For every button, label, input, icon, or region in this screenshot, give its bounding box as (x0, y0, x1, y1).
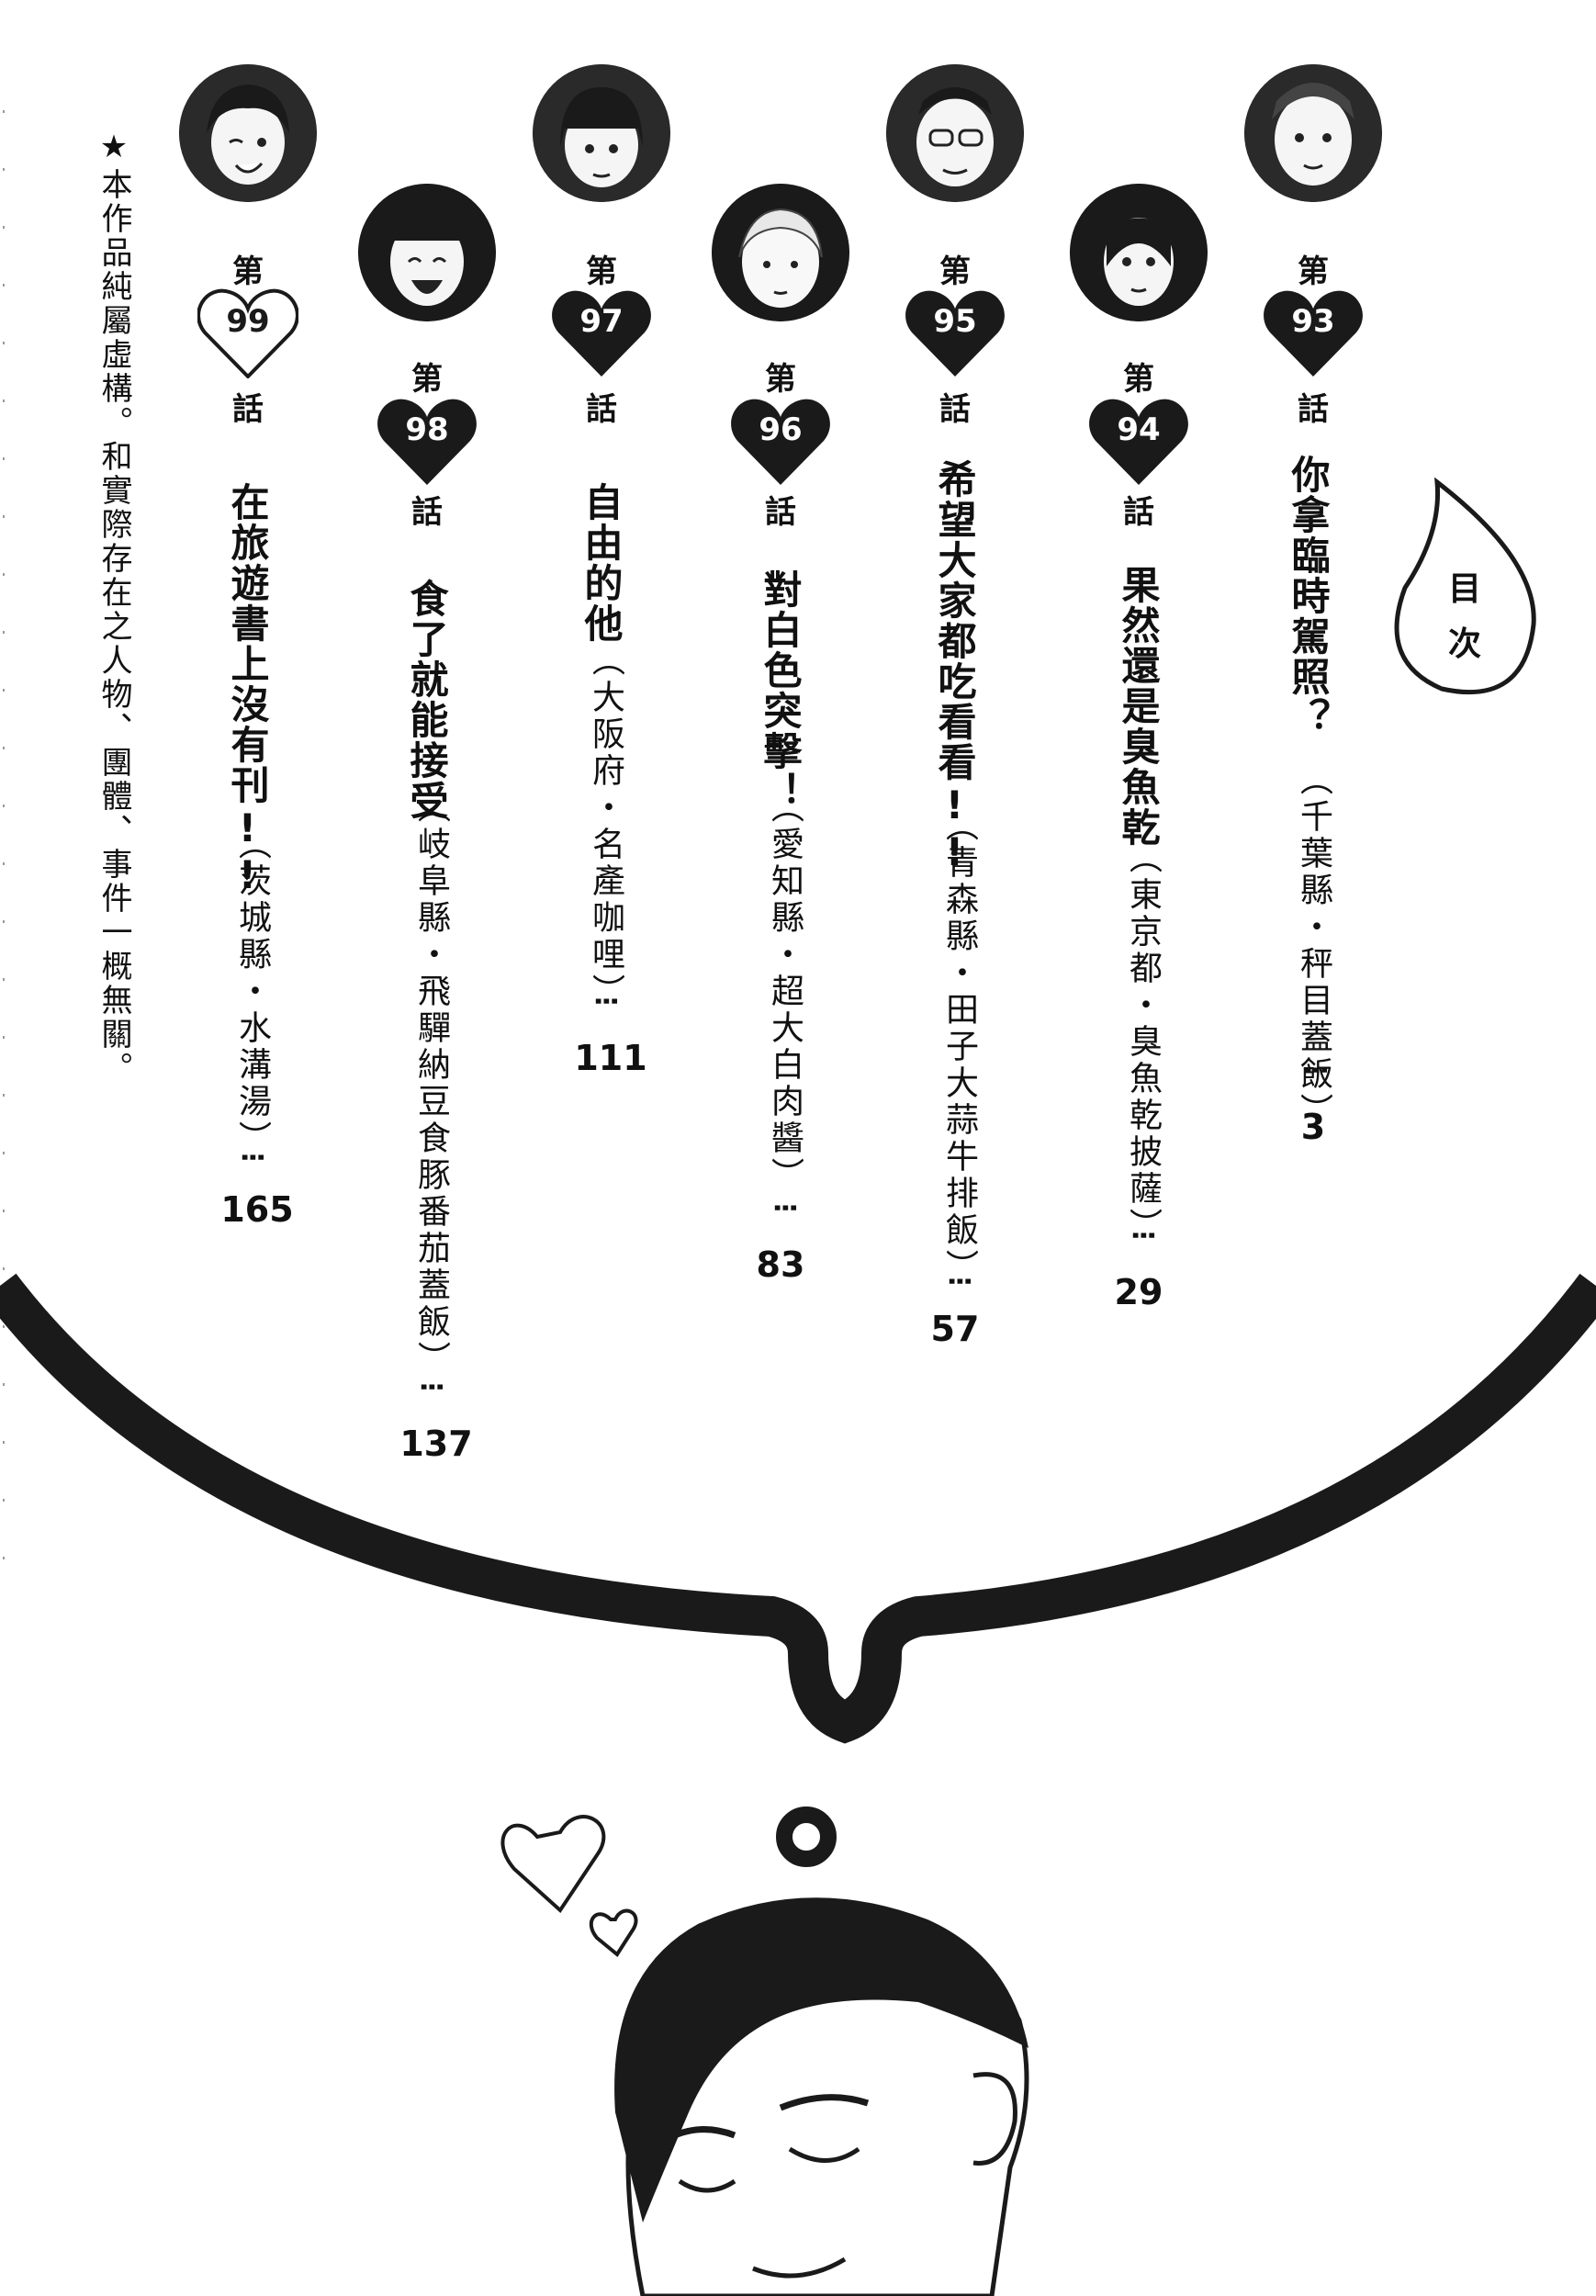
chapter-99-number: 99 (226, 303, 270, 340)
chapter-96-subtitle: （愛知縣・超大白肉醬） (766, 790, 804, 1194)
portrait-girl-laughing-icon (358, 184, 496, 321)
chapter-95-subtitle: （青森縣・田子大蒜牛排飯） (940, 808, 978, 1286)
portrait-woman-winking-icon (179, 64, 317, 202)
chapter-99-heart: 99 (197, 287, 298, 378)
chapter-99-title[interactable]: 在旅遊書上沒有刊!! (225, 482, 270, 899)
chapter-94-dots: ⋮ (1127, 1221, 1159, 1249)
chapter-98-heart: 98 (377, 395, 478, 487)
chapter-93-subtitle: （千葉縣・秤目蓋飯） (1295, 762, 1332, 1130)
chapter-97-title[interactable]: 自由的他 (579, 482, 624, 644)
chapter-97-subtitle: （大阪府・名產咖哩） (587, 643, 624, 1010)
chapter-97-suffix: 話 (586, 391, 617, 428)
chapter-93-title[interactable]: 你拿臨時駕照？ (1286, 455, 1331, 737)
chapter-93-page[interactable]: 3 (1300, 1107, 1326, 1147)
chapter-97-prefix: 第 (586, 253, 617, 290)
chapter-97-dots: ⋮ (590, 987, 622, 1015)
chapter-98-number: 98 (405, 411, 449, 448)
chapter-99-page[interactable]: 165 (220, 1189, 294, 1230)
chapter-94-prefix: 第 (1123, 361, 1154, 398)
chapter-97-number: 97 (579, 303, 624, 340)
chapter-98-prefix: 第 (411, 361, 443, 398)
chapter-97-page[interactable]: 111 (574, 1038, 647, 1078)
chapter-98-page[interactable]: 137 (399, 1424, 473, 1464)
chapter-98-subtitle: （岐阜縣・飛驒納豆食豚番茄蓋飯） (412, 790, 450, 1378)
chapter-94-subtitle: （東京都・臭魚乾披薩） (1124, 840, 1162, 1244)
chapter-99-prefix: 第 (232, 253, 264, 290)
chapter-96-dots: ⋮ (769, 1194, 801, 1221)
chapter-93-prefix: 第 (1298, 253, 1329, 290)
chapter-96-title[interactable]: 對白色突擊！ (758, 569, 803, 812)
portrait-girl-blonde-icon (712, 184, 849, 321)
chapter-94-page[interactable]: 29 (1114, 1272, 1163, 1312)
chapter-95-page[interactable]: 57 (930, 1309, 980, 1349)
chapter-98-title[interactable]: 食了就能接受 (404, 579, 449, 821)
chapter-96-number: 96 (759, 411, 803, 448)
chapter-95-prefix: 第 (939, 253, 971, 290)
chapter-95-title[interactable]: 希望大家都吃看看!! (932, 459, 977, 876)
chapter-99-dots: ⋮ (236, 1143, 268, 1171)
chapter-93-number: 93 (1291, 303, 1335, 340)
portrait-girl-ponytail-icon (1244, 64, 1382, 202)
chapter-93-dots: ⋮ (1299, 1056, 1332, 1084)
chapter-96-prefix: 第 (765, 361, 796, 398)
chapter-99-suffix: 話 (232, 391, 264, 428)
disclaimer-text: ★本作品純屬虛構。和實際存在之人物、團體、事件一概無關。 (96, 129, 132, 1086)
chapter-96-suffix: 話 (765, 494, 796, 531)
chapter-94-heart: 94 (1088, 395, 1189, 487)
chapter-93-heart: 93 (1263, 287, 1364, 378)
chapter-95-suffix: 話 (939, 391, 971, 428)
toc-label-2: 次 (1447, 625, 1481, 663)
chapter-97-heart: 97 (551, 287, 652, 378)
chapter-98-dots: ⋮ (415, 1373, 447, 1401)
chapter-99-subtitle: （茨城縣・水溝湯） (233, 827, 271, 1157)
chapter-94-title[interactable]: 果然還是臭魚乾 (1116, 565, 1161, 848)
chapter-95-heart: 95 (905, 287, 1006, 378)
chapter-95-dots: ⋮ (943, 1267, 975, 1295)
toc-drop-badge (1394, 478, 1536, 695)
portrait-girl-bangs-icon (533, 64, 670, 202)
chapter-98-suffix: 話 (411, 494, 443, 531)
chapter-94-number: 94 (1117, 411, 1161, 448)
chapter-93-suffix: 話 (1298, 391, 1329, 428)
chapter-96-page[interactable]: 83 (756, 1244, 805, 1285)
toc-label-1: 目 (1447, 570, 1481, 608)
chapter-95-number: 95 (933, 303, 977, 340)
portrait-girl-long-hair-icon (1070, 184, 1208, 321)
portrait-man-glasses-icon (886, 64, 1024, 202)
chapter-96-heart: 96 (730, 395, 831, 487)
chapter-94-suffix: 話 (1123, 494, 1154, 531)
